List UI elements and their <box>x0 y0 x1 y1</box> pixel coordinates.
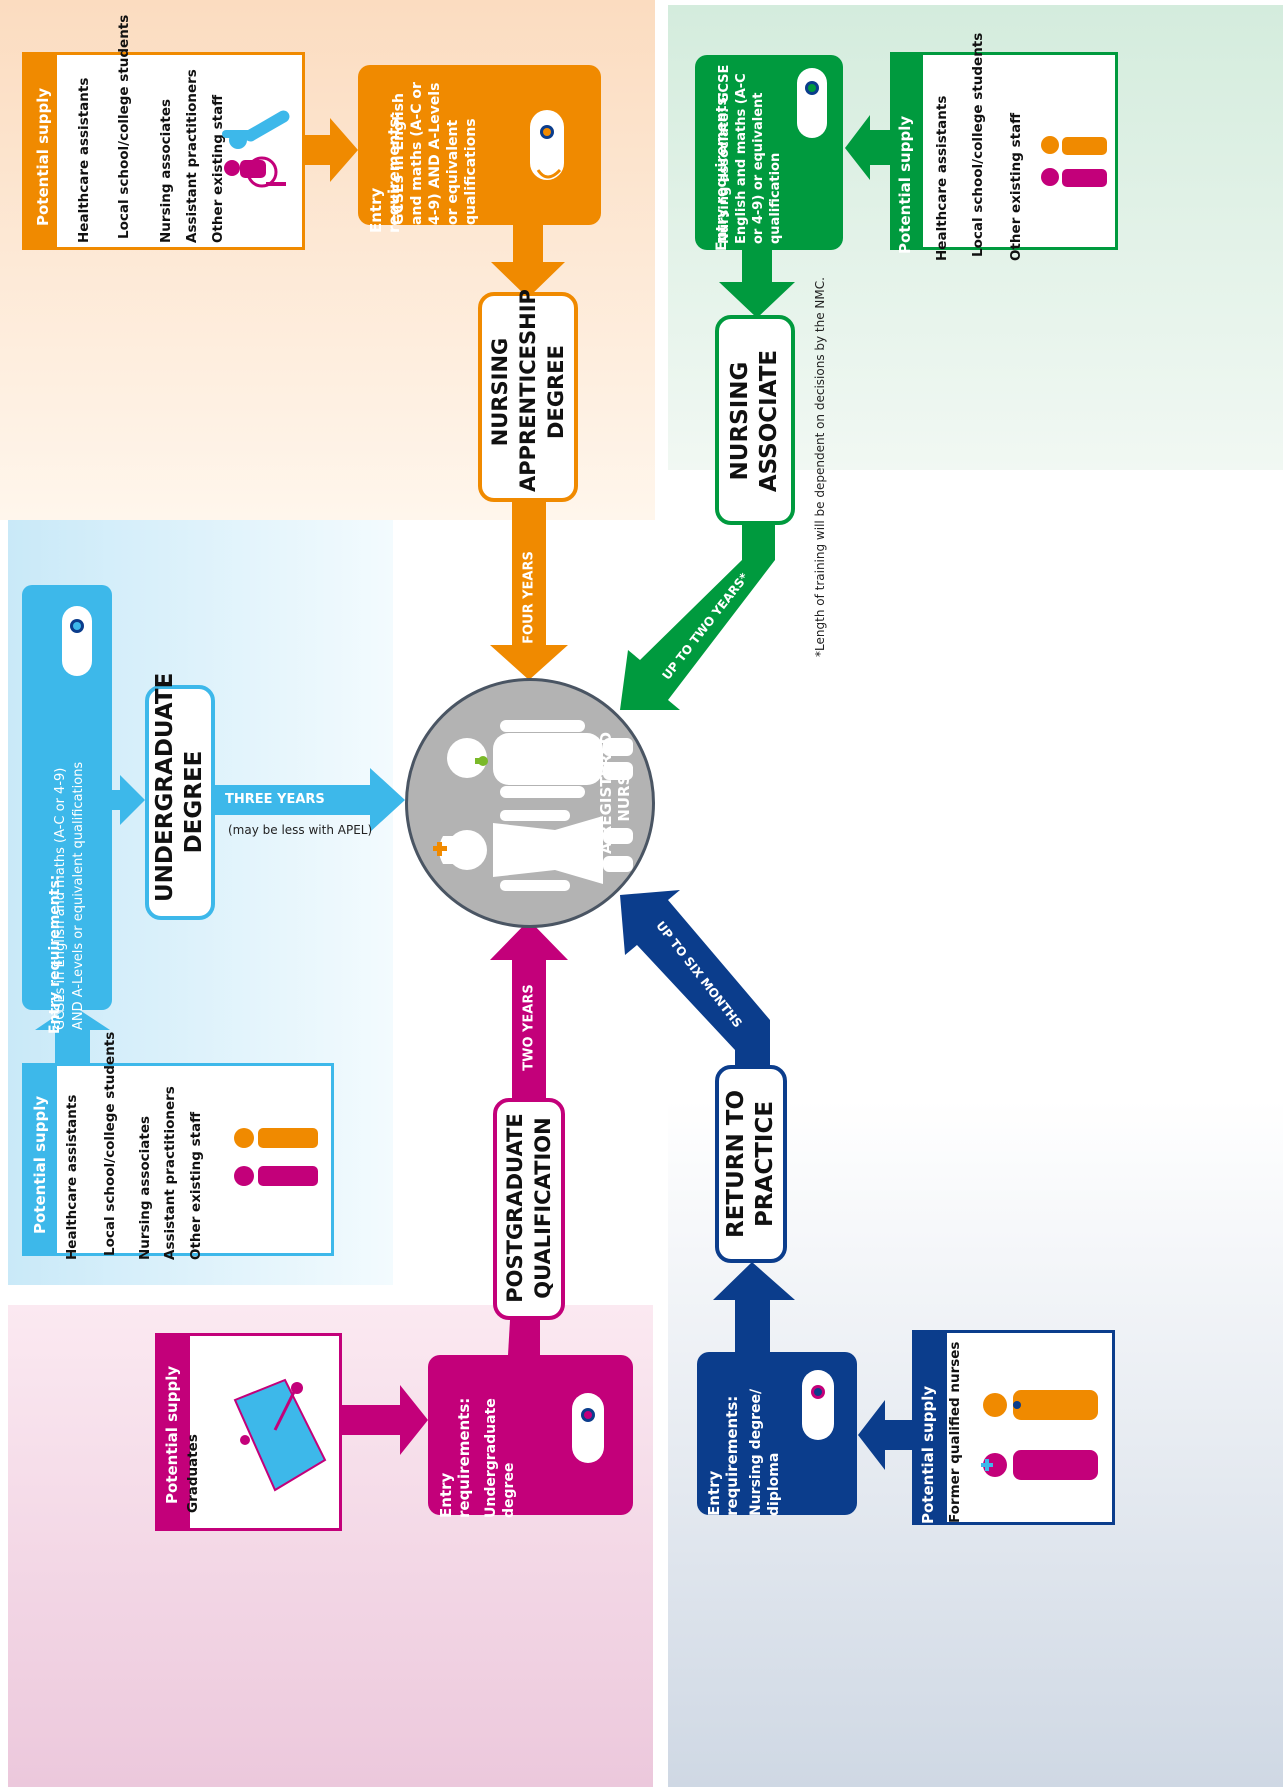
appr-duration: FOUR YEARS <box>521 551 537 644</box>
ug-supply-item: Local school/college students <box>102 1031 118 1256</box>
assoc-entry-text: Nursing associate: GCSE English and math… <box>717 64 783 244</box>
ug-supply-arrow <box>35 1005 110 1065</box>
pg-supply-arrow <box>342 1385 428 1455</box>
appr-supply-item: Assistant practitioners <box>184 69 200 243</box>
appr-entry-arrow <box>491 225 565 298</box>
rtp-supply-box <box>912 1330 1115 1525</box>
ug-duration: THREE YEARS <box>225 792 325 807</box>
staff-figures-icon <box>234 1128 318 1186</box>
certificate-icon <box>802 1370 834 1440</box>
rtp-supply-title: Potential supply <box>919 1385 937 1524</box>
assoc-route-box[interactable] <box>715 315 795 525</box>
appr-supply-items: Healthcare assistants Local school/colle… <box>62 14 226 245</box>
rtp-route-box[interactable] <box>715 1065 787 1263</box>
pg-route-arrow <box>490 920 568 1098</box>
pg-route-label: POSTGRADUATE QUALIFICATION <box>503 1113 555 1303</box>
assoc-footnote: *Length of training will be dependent on… <box>813 277 827 657</box>
certificate-icon <box>797 68 827 138</box>
former-nurses-icon <box>981 1390 1098 1480</box>
assoc-supply-item: Local school/college students <box>970 32 986 257</box>
rtp-entry-arrow <box>713 1262 795 1355</box>
rtp-route-label: RETURN TO PRACTICE <box>723 1090 778 1238</box>
staff-wheelchair-icon <box>222 110 290 188</box>
ug-route-box[interactable] <box>145 685 215 920</box>
pg-supply-item: Graduates <box>185 1434 201 1513</box>
pg-entry-title: Entry requirements: <box>437 1397 473 1518</box>
rtp-entry-text: Nursing degree/ diploma <box>748 1388 782 1516</box>
ug-route-arrow <box>215 768 405 832</box>
pg-entry-text: Undergraduate degree <box>483 1398 517 1518</box>
rtp-supply-item: Former qualified nurses <box>947 1341 963 1523</box>
appr-entry-text: GCSEs in English and maths (A-C or 4-9) … <box>391 82 479 225</box>
appr-supply-item: Local school/college students <box>116 14 132 239</box>
ug-supply-title: Potential supply <box>31 1095 49 1234</box>
assoc-supply-arrow <box>845 115 890 180</box>
assoc-supply-title: Potential supply <box>896 115 914 254</box>
appr-route-box[interactable] <box>478 292 578 502</box>
certificate-icon <box>62 606 92 676</box>
ug-entry-arrow <box>112 775 145 825</box>
pg-entry-arrow <box>508 1320 540 1355</box>
assoc-route-arrow <box>620 525 775 710</box>
rtp-route-arrow <box>620 890 770 1065</box>
appr-supply-arrow <box>305 118 358 182</box>
ug-route-label: UNDERGRADUATE DEGREE <box>152 672 207 902</box>
ug-entry-text: GCSEs in English and maths (A-C or 4-9) … <box>53 761 86 1030</box>
rtp-entry-title: Entry requirements: <box>705 1395 741 1516</box>
assoc-supply-item: Other existing staff <box>1008 112 1024 261</box>
appr-supply-box <box>22 52 305 250</box>
pg-supply-title: Potential supply <box>163 1365 181 1504</box>
appr-route-arrow <box>490 500 568 680</box>
ug-duration-note: (may be less with APEL) <box>228 823 373 837</box>
assoc-entry-arrow <box>719 250 795 318</box>
staff-figures-icon <box>1041 136 1107 187</box>
ug-supply-item: Healthcare assistants <box>64 1094 80 1260</box>
appr-supply-item: Healthcare assistants <box>76 77 92 243</box>
appr-route-label: NURSING APPRENTICESHIP DEGREE <box>488 289 568 492</box>
certificate-icon <box>530 110 564 180</box>
certificate-icon <box>572 1393 604 1463</box>
ug-supply-item: Assistant practitioners <box>162 1086 178 1260</box>
nurse-figures-icon <box>433 720 633 891</box>
registered-nurse-label: A REGISTERED NURSE <box>597 731 633 855</box>
rtp-supply-arrow <box>858 1400 912 1470</box>
appr-supply-item: Nursing associates <box>158 98 174 243</box>
ug-supply-item: Nursing associates <box>137 1115 153 1260</box>
pg-route-box[interactable] <box>493 1098 565 1320</box>
assoc-route-label: NURSING ASSOCIATE <box>727 349 782 493</box>
assoc-supply-item: Healthcare assistants <box>934 95 950 261</box>
ug-supply-box <box>22 1063 334 1256</box>
ug-supply-item: Other existing staff <box>188 1111 204 1260</box>
pg-duration: TWO YEARS <box>521 984 537 1071</box>
graduation-cap-icon <box>233 1378 327 1492</box>
